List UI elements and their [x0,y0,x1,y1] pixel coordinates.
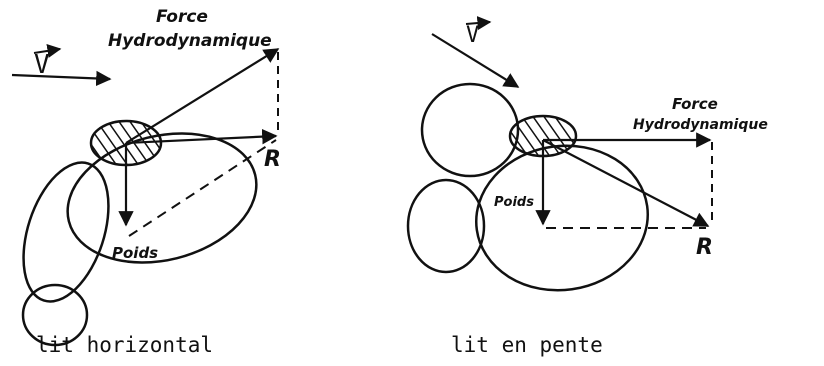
bed-grain-left-upper [420,82,520,178]
velocity-vector-bar [465,16,492,31]
force-label: Force [672,95,718,113]
bed-grain-left-lower [21,283,89,347]
hydrodynamique-label: Hydrodynamique [633,117,768,133]
resultant-arrow [542,139,710,227]
panel-horizontal-bed: V Force Hydrodynamique R Poids [11,7,281,347]
resultant-label: R [696,235,713,260]
velocity-vector-bar [33,43,62,58]
caption-sloped-bed: lit en pente [451,333,603,357]
bed-grain-left-lower [406,178,486,274]
resultant-arrow [125,128,278,145]
resultant-label: R [264,147,281,172]
velocity-arrow [11,70,112,87]
velocity-label: V [34,50,50,80]
velocity-arrow [431,33,520,88]
weight-label: Poids [494,195,534,210]
hydrodynamic-force-arrow [125,48,280,144]
velocity-label: V [466,23,479,48]
hydrodynamique-label: Hydrodynamique [108,31,272,51]
bed-grain-large [66,132,258,264]
weight-label: Poids [112,244,158,262]
force-label: Force [156,7,208,27]
dashed-parallel [128,139,277,237]
panel-sloped-bed: V Force Hydrodynamique R Poids [406,16,768,292]
bed-grain-left-upper [22,161,110,303]
caption-horizontal-bed: lit horizontal [36,333,214,357]
bed-grain-large [474,144,650,292]
